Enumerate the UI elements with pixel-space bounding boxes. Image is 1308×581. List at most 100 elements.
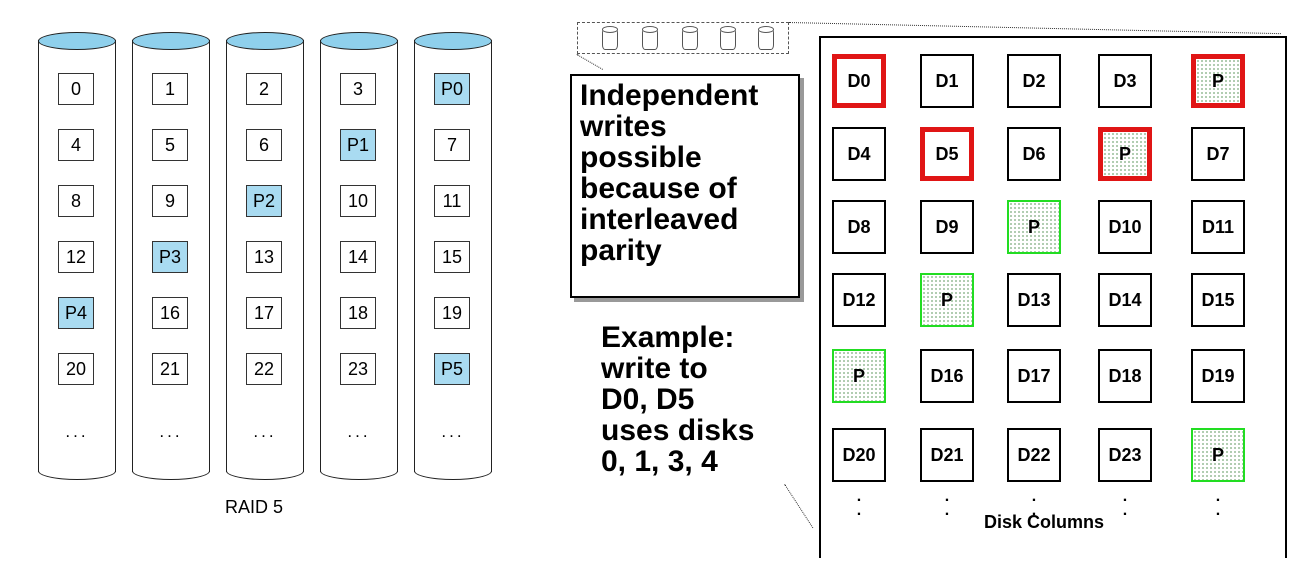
disk-top-cap [38,32,116,50]
data-cell: D11 [1191,200,1245,254]
data-cell: D1 [920,54,974,108]
data-block: 5 [152,129,188,161]
data-block: 4 [58,129,94,161]
data-block: 15 [434,241,470,273]
data-cell: D3 [1098,54,1152,108]
parity-cell: P [920,273,974,327]
column-continuation-dots: .. [1031,488,1037,519]
raid-caption: RAID 5 [225,497,284,517]
parity-block: P5 [434,353,470,385]
data-block: 21 [152,353,188,385]
data-block: 17 [246,297,282,329]
parity-block: P2 [246,185,282,217]
data-cell: D20 [832,428,886,482]
disk-columns-label: Disk Columns [984,512,1105,532]
data-cell: D22 [1007,428,1061,482]
example-text: Example: write to D0, D5 uses disks 0, 1… [601,322,801,477]
data-cell: D12 [832,273,886,327]
column-continuation-dots: .. [1215,488,1221,519]
callout-line: parity [580,234,662,267]
disk-bottom [38,471,116,480]
disk-bottom [320,471,398,480]
callout-line: possible [580,141,702,174]
data-cell: D6 [1007,127,1061,181]
data-block: 23 [340,353,376,385]
data-cell: D15 [1191,273,1245,327]
data-block: 19 [434,297,470,329]
data-block: 7 [434,129,470,161]
callout-line: Independent [580,79,759,112]
column-continuation-dots: .. [1122,488,1128,519]
disk-icon [720,26,736,50]
disk-grid-frame [819,36,1287,558]
data-cell: D2 [1007,54,1061,108]
data-cell: D13 [1007,273,1061,327]
data-block: 11 [434,185,470,217]
data-cell: D7 [1191,127,1245,181]
data-cell: D19 [1191,349,1245,403]
parity-cell-highlighted: P [1191,54,1245,108]
ellipsis: ... [65,422,89,441]
disk-icon [758,26,774,50]
data-cell: D4 [832,127,886,181]
callout-line: because of [580,172,737,205]
zoom-line-left [576,54,603,70]
column-continuation-dots: .. [944,488,950,519]
data-cell-highlighted: D0 [832,54,886,108]
data-block: 1 [152,73,188,105]
example-line: 0, 1, 3, 4 [601,445,718,478]
data-block: 20 [58,353,94,385]
example-line: Example: [601,321,735,354]
disk-top-cap [414,32,492,50]
disk-top-cap [132,32,210,50]
data-block: 2 [246,73,282,105]
parity-cell-highlighted: P [1098,127,1152,181]
ellipsis: ... [253,422,277,441]
callout-box: Independent writes possible because of i… [570,74,800,298]
example-line: write to [601,352,708,385]
example-line: D0, D5 [601,383,695,416]
data-block: 12 [58,241,94,273]
data-cell: D8 [832,200,886,254]
zoom-line-top [788,22,1281,35]
callout-line: interleaved [580,203,739,236]
disk-icon [642,26,658,50]
ellipsis: ... [347,422,371,441]
data-block: 13 [246,241,282,273]
data-block: 9 [152,185,188,217]
data-cell: D14 [1098,273,1152,327]
disk-bottom [414,471,492,480]
parity-cell: P [1007,200,1061,254]
column-continuation-dots: .. [856,488,862,519]
example-line: uses disks [601,414,755,447]
data-cell: D18 [1098,349,1152,403]
callout-line: writes [580,110,667,143]
ellipsis: ... [159,422,183,441]
disk-bottom [226,471,304,480]
disk-bottom [132,471,210,480]
ellipsis: ... [441,422,465,441]
disk-icon [602,26,618,50]
data-cell: D9 [920,200,974,254]
data-block: 3 [340,73,376,105]
parity-block: P1 [340,129,376,161]
data-cell: D23 [1098,428,1152,482]
data-cell: D10 [1098,200,1152,254]
data-block: 14 [340,241,376,273]
data-block: 8 [58,185,94,217]
parity-block: P0 [434,73,470,105]
parity-block: P4 [58,297,94,329]
data-block: 0 [58,73,94,105]
parity-cell: P [1191,428,1245,482]
data-block: 16 [152,297,188,329]
data-cell: D21 [920,428,974,482]
disk-top-cap [226,32,304,50]
zoom-line-bottom [784,484,814,529]
parity-cell: P [832,349,886,403]
